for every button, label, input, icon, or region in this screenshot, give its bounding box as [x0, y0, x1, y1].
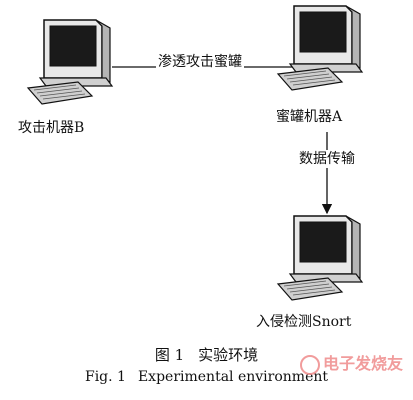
watermark-logo: 电子发烧友 [300, 350, 403, 375]
attack-edge-label: 渗透攻击蜜罐 [156, 53, 244, 71]
ids-label: 入侵检测Snort [256, 314, 352, 330]
figure-caption-cn: 图 1 实验环境 [0, 344, 413, 365]
honeypot-label: 蜜罐机器A [276, 109, 343, 125]
watermark-text: 电子发烧友 [323, 354, 404, 373]
watermark-icon [300, 354, 320, 375]
caption-cn-title: 实验环境 [198, 346, 259, 364]
attacker-computer-icon [26, 19, 114, 105]
attacker-label: 攻击机器B [18, 120, 85, 136]
caption-en-title: Experimental environment [137, 369, 328, 385]
honeypot-computer-icon [276, 5, 364, 91]
caption-en-number: Fig. 1 [84, 369, 126, 385]
figure-caption-en: Fig. 1 Experimental environment [0, 369, 413, 385]
snort-computer-icon [276, 215, 364, 301]
data-edge-label: 数据传输 [299, 150, 355, 168]
caption-cn-number: 图 1 [154, 346, 185, 364]
